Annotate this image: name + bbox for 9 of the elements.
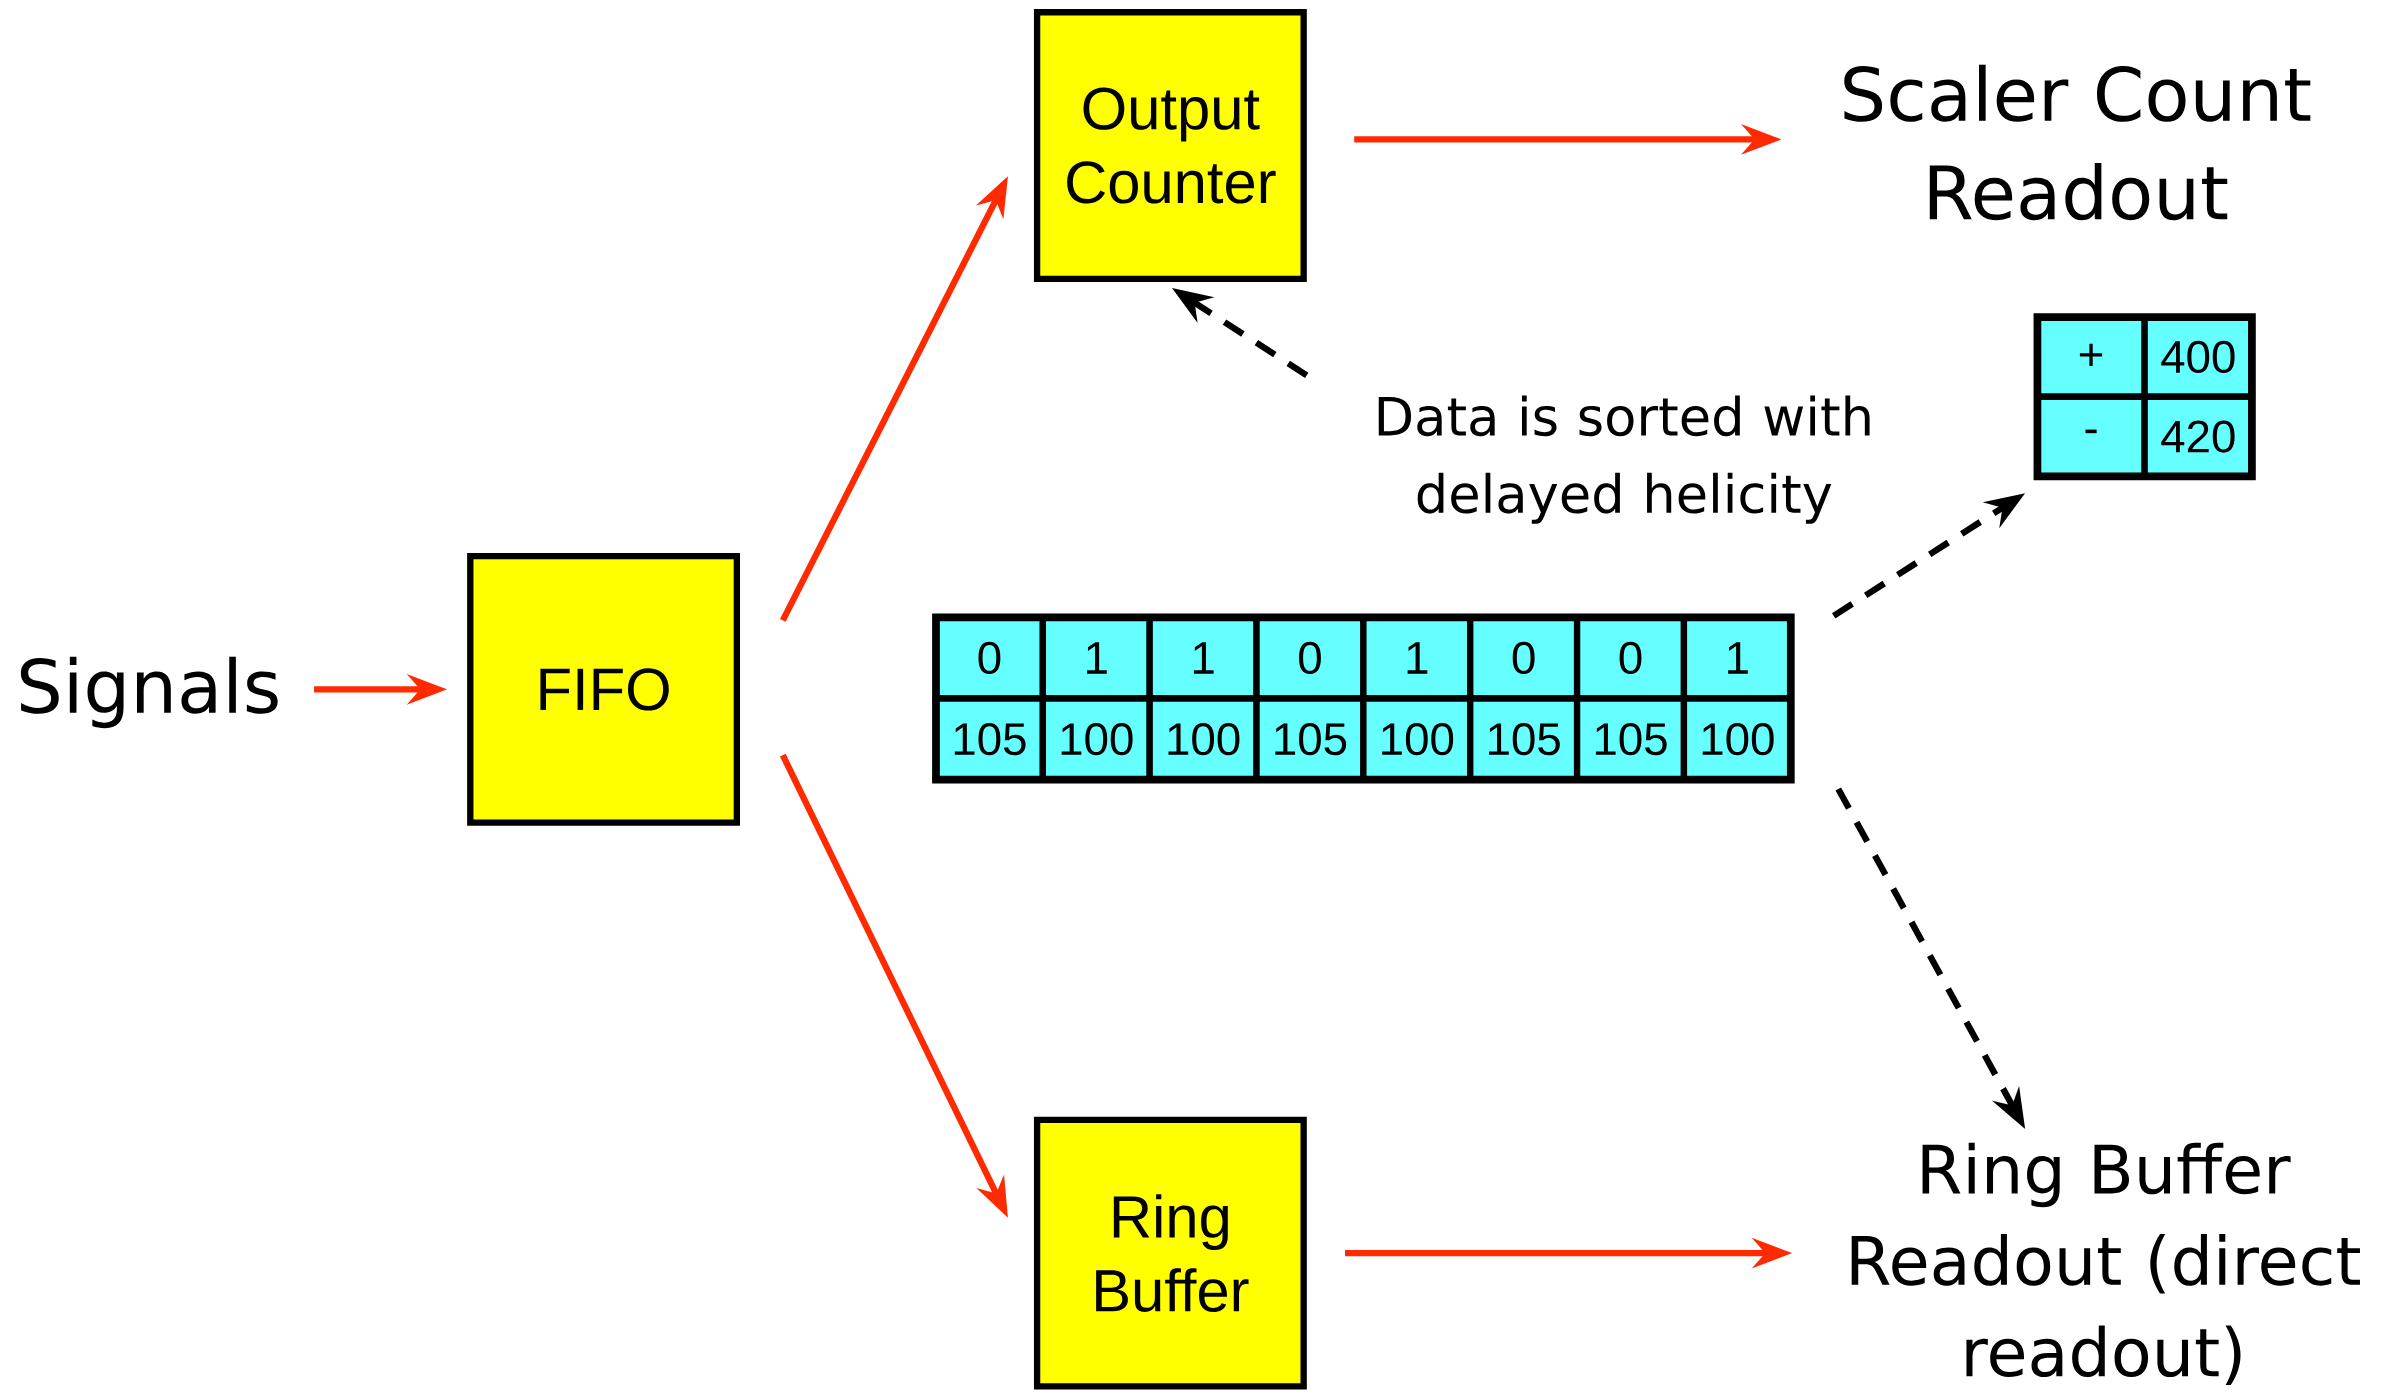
text-label: Data is sorted with delayed helicity <box>1378 395 1870 524</box>
text-label: Signals <box>20 656 278 729</box>
process-box: FIFO <box>467 552 740 826</box>
process-box: Ring Buffer <box>1033 1116 1307 1390</box>
text-label: Scaler Count Readout <box>1844 64 2311 221</box>
data-table <box>932 613 1795 784</box>
data-table <box>2033 313 2256 481</box>
text-label: Ring Buffer Readout (direct readout) <box>1851 1142 2360 1385</box>
process-box: Output Counter <box>1033 9 1307 282</box>
